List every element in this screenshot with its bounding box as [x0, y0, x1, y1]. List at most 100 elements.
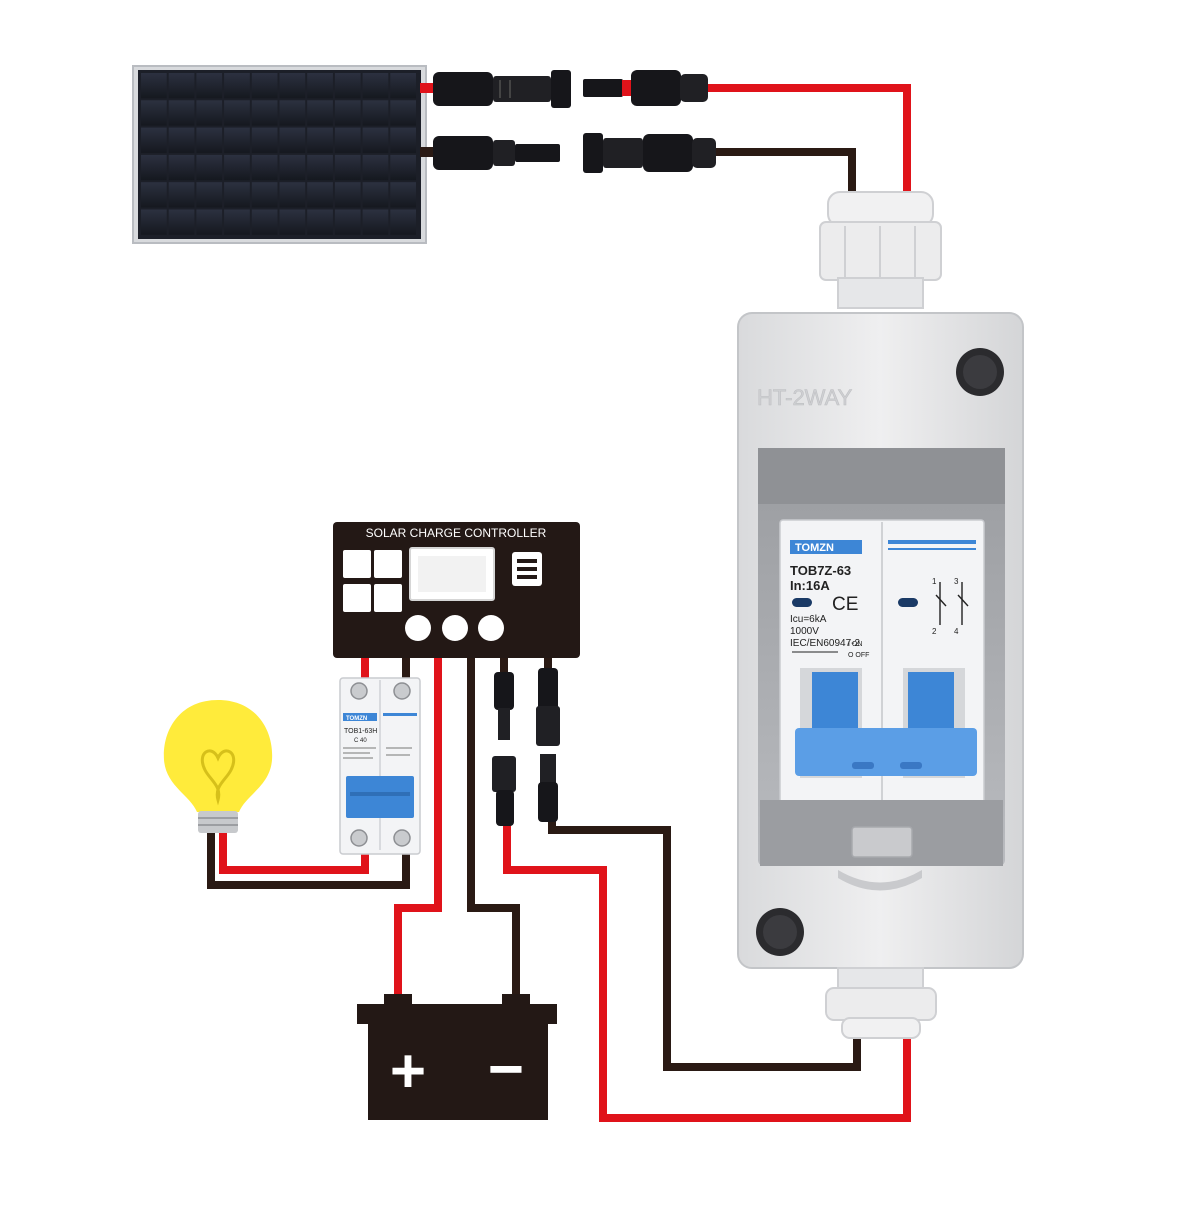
mc4-connector-top-male — [420, 70, 571, 108]
breaker-standard: IEC/EN60947-2 — [790, 638, 860, 649]
solar-cell — [362, 209, 389, 235]
mc4-connector-pv-2 — [536, 668, 560, 746]
solar-cell — [307, 209, 333, 235]
breaker-on-label: I ON — [848, 641, 862, 648]
controller-button-1[interactable] — [405, 615, 431, 641]
svg-text:4: 4 — [954, 627, 959, 636]
battery: + − — [357, 994, 557, 1120]
solar-cell — [362, 100, 389, 126]
solar-cell — [196, 154, 223, 181]
solar-cell — [251, 73, 278, 99]
enclosure-label: HT-2WAY — [757, 385, 853, 410]
load-breaker-toggle[interactable] — [346, 776, 414, 818]
solar-cell — [362, 154, 389, 181]
solar-cell — [390, 127, 416, 153]
breaker-off-label: O OFF — [848, 652, 869, 659]
breaker-voltage: 1000V — [790, 626, 819, 637]
controller-indicator-1 — [343, 550, 371, 578]
breaker-schematic-icon: 1 3 2 4 — [932, 577, 969, 636]
enclosure-positive-output-wire — [503, 822, 911, 1122]
breaker-handle[interactable] — [795, 728, 977, 776]
controller-button-3[interactable] — [478, 615, 504, 641]
bulb-positive-wire — [219, 832, 369, 874]
wires — [207, 84, 911, 1122]
light-bulb-icon — [163, 700, 273, 833]
solar-cell — [168, 209, 195, 235]
mc4-connector-pv-1 — [494, 672, 514, 740]
solar-cell — [334, 209, 361, 235]
battery-minus-sign: − — [488, 1035, 524, 1104]
solar-cell — [334, 100, 361, 126]
solar-cell — [168, 154, 195, 181]
solar-cell — [224, 100, 250, 126]
solar-charge-controller: SOLAR CHARGE CONTROLLER — [333, 522, 580, 658]
controller-pv-connectors — [492, 668, 560, 826]
enclosure-negative-output-wire — [548, 812, 861, 1071]
solar-cell — [196, 209, 223, 235]
ce-mark: CE — [832, 594, 858, 615]
solar-cell — [224, 182, 250, 208]
battery-terminal-positive — [384, 994, 412, 1006]
svg-text:1: 1 — [932, 577, 937, 586]
bulb-negative-wire — [207, 832, 410, 889]
terminal-screw-top-left — [350, 682, 368, 700]
load-breaker: TOMZN TOB1-63H C 40 — [339, 677, 421, 855]
solar-panel — [132, 65, 427, 244]
controller-button-2[interactable] — [442, 615, 468, 641]
solar-cell — [141, 73, 167, 99]
solar-cell — [224, 154, 250, 181]
solar-cell — [141, 127, 167, 153]
solar-cell — [279, 154, 306, 181]
terminal-screw-bottom-left — [350, 829, 368, 847]
cover-latch[interactable] — [851, 826, 913, 858]
panel-negative-wire — [705, 148, 856, 195]
controller-indicator-4 — [374, 584, 402, 612]
mc4-connector-pv-4 — [538, 754, 558, 822]
solar-cell — [251, 154, 278, 181]
controller-title: SOLAR CHARGE CONTROLLER — [366, 526, 547, 540]
terminal-screw-top-right — [393, 682, 411, 700]
solar-cell — [251, 127, 278, 153]
panel-positive-wire — [705, 84, 911, 195]
solar-cell — [362, 182, 389, 208]
solar-cell — [224, 209, 250, 235]
solar-cell — [334, 182, 361, 208]
solar-cell — [334, 73, 361, 99]
solar-cell — [251, 100, 278, 126]
solar-cell — [168, 73, 195, 99]
breaker-brand: TOMZN — [795, 542, 834, 554]
mc4-connector-bottom-female — [583, 133, 716, 173]
solar-cell — [307, 73, 333, 99]
solar-cell — [224, 73, 250, 99]
terminal-screw-bottom-right — [393, 829, 411, 847]
mc4-connector-top-female — [583, 70, 708, 106]
mc4-connector-bottom-male — [420, 136, 560, 170]
solar-cell — [279, 182, 306, 208]
solar-cell — [390, 209, 416, 235]
solar-cell — [334, 154, 361, 181]
breaker-toggle-left[interactable] — [812, 672, 858, 730]
solar-cell — [390, 73, 416, 99]
solar-cell — [307, 100, 333, 126]
solar-cell — [251, 209, 278, 235]
load-breaker-brand: TOMZN — [346, 716, 367, 722]
solar-cell — [390, 182, 416, 208]
battery-negative-wire — [467, 658, 520, 1000]
battery-plus-sign: + — [390, 1037, 426, 1106]
controller-indicator-3 — [343, 584, 371, 612]
solar-cell — [390, 154, 416, 181]
solar-cell — [334, 127, 361, 153]
breaker-toggle-right[interactable] — [908, 672, 954, 730]
solar-cell — [196, 182, 223, 208]
solar-cell — [307, 154, 333, 181]
solar-cell — [224, 127, 250, 153]
solar-cell — [196, 127, 223, 153]
solar-cell — [141, 154, 167, 181]
mc4-connector-pv-3 — [492, 756, 516, 826]
breaker-icu: Icu=6kA — [790, 614, 827, 625]
cable-gland-bottom — [825, 967, 937, 1039]
solar-cell — [307, 127, 333, 153]
svg-text:3: 3 — [954, 577, 959, 586]
solar-cell — [141, 182, 167, 208]
